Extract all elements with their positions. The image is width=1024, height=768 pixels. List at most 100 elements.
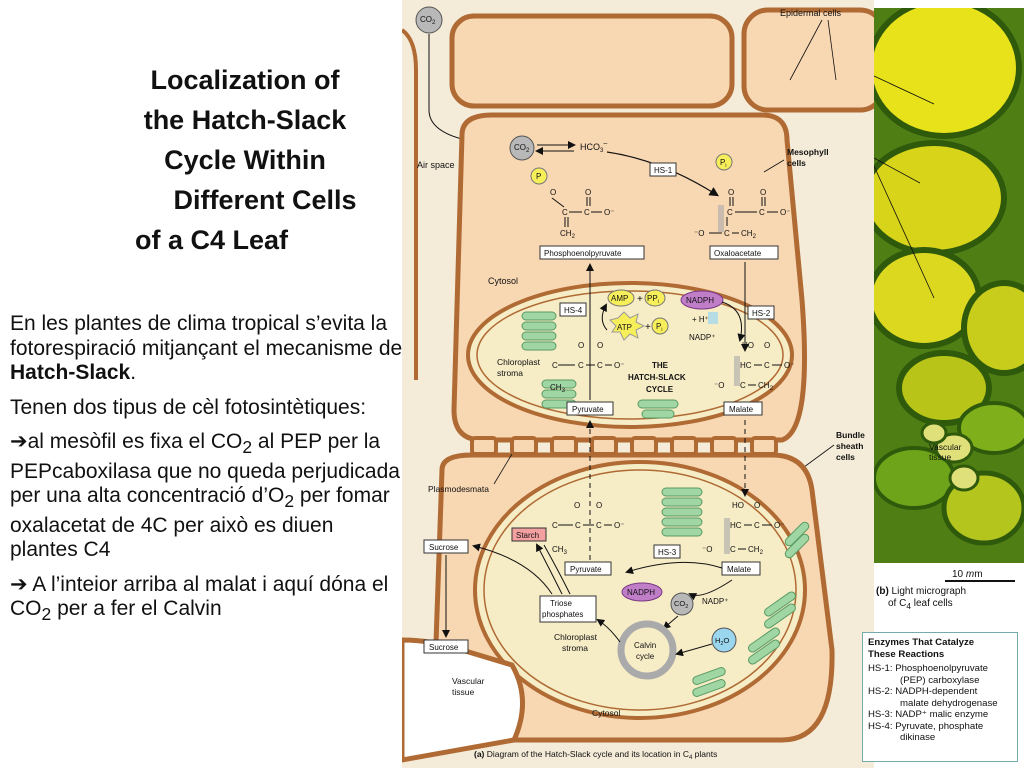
label-epidermal: Epidermal cells	[780, 8, 842, 18]
svg-text:ATP: ATP	[617, 323, 632, 332]
svg-text:Pi: Pi	[720, 158, 726, 169]
svg-text:HO: HO	[732, 501, 744, 510]
svg-text:CH2: CH2	[560, 229, 576, 240]
svg-text:C: C	[730, 545, 736, 554]
svg-text:C: C	[759, 208, 765, 217]
triose-box	[539, 595, 597, 623]
svg-text:O: O	[574, 501, 580, 510]
p2-text: Tenen dos tipus de cèl fotosintètiques:	[10, 395, 367, 419]
pyruvate-label-bottom: Pyruvate	[570, 565, 602, 574]
p4-sub: 2	[41, 604, 52, 625]
svg-text:C: C	[562, 208, 568, 217]
hatch-slack-diagram: Epidermal cells CO2 Air space Mesophyll …	[402, 0, 874, 768]
p1-end: .	[130, 361, 137, 384]
micrograph-svg: Vascular tissue	[874, 8, 1024, 563]
micro-vascular-label-1: Vascular	[929, 442, 962, 452]
enzyme-hs1-row-2: (PEP) carboxylase	[900, 674, 980, 686]
svg-text:CH3: CH3	[552, 545, 568, 556]
svg-text:C: C	[578, 361, 584, 370]
svg-text:CH2: CH2	[748, 545, 764, 556]
p3-text-b: al PEP per la PEPcaboxilasa que no queda…	[10, 430, 400, 508]
stroma-1-label: Chloroplast	[497, 357, 541, 367]
cycle-label-1: THE	[652, 361, 669, 370]
stroma-2-label-2: stroma	[562, 643, 588, 653]
svg-text:⁻O: ⁻O	[702, 545, 712, 554]
svg-text:C: C	[764, 361, 770, 370]
thylakoids-1	[521, 311, 679, 419]
title-line-1: Localization of	[150, 65, 340, 95]
h2o-badge	[711, 627, 737, 653]
phosphate-badge	[530, 167, 548, 185]
svg-text:C: C	[740, 381, 746, 390]
label-bundle-1: Bundle	[836, 430, 865, 440]
svg-text:C: C	[575, 521, 581, 530]
atp-burst	[609, 311, 646, 341]
pyruvate-box-top	[566, 401, 614, 416]
svg-text:CH3: CH3	[550, 383, 566, 394]
label-air-space: Air space	[417, 160, 455, 170]
svg-text:+: +	[645, 322, 651, 333]
slide-title: Localization of the Hatch-Slack Cycle Wi…	[95, 60, 395, 260]
svg-text:PPi: PPi	[647, 294, 659, 305]
svg-text:+: +	[637, 294, 643, 305]
title-line-4: Different Cells	[173, 185, 357, 215]
p3-sub-b: 2	[284, 491, 295, 512]
enzyme-hs2-row: HS-2: NADPH-dependent	[868, 686, 978, 697]
enzyme-hs2-box	[747, 305, 775, 320]
svg-text:O: O	[764, 341, 770, 350]
starch-box	[511, 527, 547, 542]
enzyme-hs3-row: HS-3: NADP⁺ malic enzyme	[868, 709, 989, 720]
light-micrograph: Vascular tissue	[874, 8, 1024, 563]
slide-body: En les plantes de clima tropical s’evita…	[10, 312, 405, 637]
scale-bar	[945, 580, 1015, 582]
p1-bold: Hatch-Slack	[10, 361, 131, 384]
svg-text:C: C	[584, 208, 590, 217]
sucrose-label-2: Sucrose	[429, 643, 459, 652]
arrow-icon: ➔	[10, 572, 28, 596]
enzyme-hs1-row: HS-1: Phosphoenolpyruvate	[868, 663, 988, 674]
svg-text:C: C	[724, 229, 730, 238]
p4-text-a: A l’inteior arriba al malat i aquí dóna …	[10, 572, 389, 621]
p3-sub-a: 2	[242, 437, 253, 458]
svg-text:C: C	[552, 361, 558, 370]
svg-text:HC: HC	[740, 361, 752, 370]
co2-bundle-badge	[670, 592, 694, 616]
svg-text:C: C	[727, 208, 733, 217]
svg-text:CO2: CO2	[420, 15, 436, 26]
stroma-1-label-2: stroma	[497, 368, 523, 378]
enzyme-hs3-label: HS-3	[658, 548, 677, 557]
label-cytosol-bottom: Cytosol	[592, 708, 620, 718]
pep-label: Phosphoenolpyruvate	[544, 249, 622, 258]
co2-top-badge	[415, 6, 443, 34]
calvin-label-2: cycle	[636, 652, 655, 661]
svg-text:AMP: AMP	[611, 294, 628, 303]
scale-label: 10 mm	[952, 569, 983, 580]
svg-text:HO: HO	[742, 341, 754, 350]
svg-text:P: P	[536, 172, 541, 181]
svg-text:NADPH: NADPH	[627, 588, 655, 597]
p3-text-a: al mesòfil es fixa el CO	[27, 430, 243, 453]
svg-text:O: O	[596, 501, 602, 510]
enzyme-hs4-row: HS-4: Pyruvate, phosphate	[868, 720, 984, 732]
label-bundle-2: sheath	[836, 441, 863, 451]
pyruvate-label-top: Pyruvate	[572, 405, 604, 414]
svg-text:O⁻: O⁻	[780, 208, 790, 217]
enzyme-hs3-box	[653, 544, 681, 559]
svg-text:⁻O: ⁻O	[714, 381, 724, 390]
vascular-label-2: tissue	[452, 687, 474, 697]
svg-text:NADP⁺: NADP⁺	[689, 333, 715, 342]
arrow-icon: ➔	[10, 430, 28, 453]
caption-b: (b) Light micrograph of C4 leaf cells	[876, 586, 967, 611]
calvin-label-1: Calvin	[634, 641, 656, 650]
epidermal-cell-2	[741, 7, 874, 113]
triose-label-2: phosphates	[542, 610, 583, 619]
co2-mesophyll-badge	[509, 135, 535, 161]
p4-text-b: per a fer el Calvin	[51, 597, 222, 621]
enzyme-hs1-box	[649, 162, 677, 177]
sucrose-box-1	[423, 539, 469, 554]
triose-label-1: Triose	[550, 599, 572, 608]
title-line-3: Cycle Within	[164, 145, 326, 175]
svg-text:NADP⁺: NADP⁺	[702, 597, 728, 606]
